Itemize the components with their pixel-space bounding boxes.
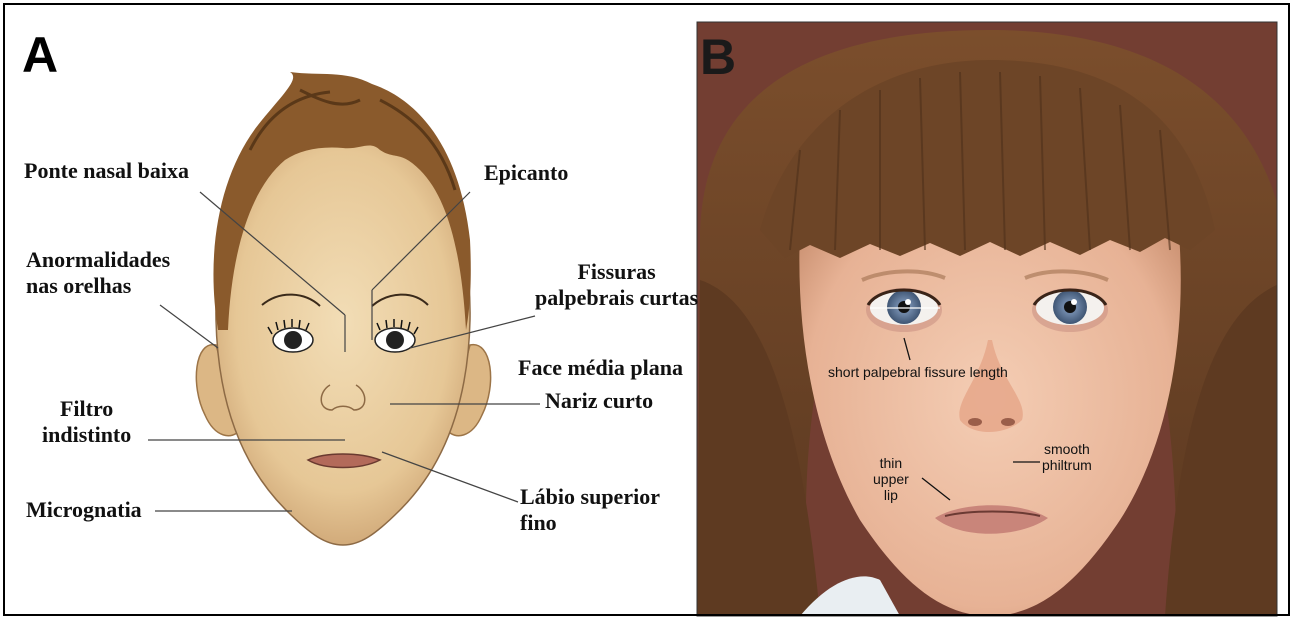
label-thin-upper-lip: thin upper lip (873, 455, 909, 503)
panel-b-letter: B (700, 32, 736, 82)
label-face-media: Face média plana (518, 355, 683, 381)
label-filtro: Filtro indistinto (42, 396, 131, 448)
label-micrognatia: Micrognatia (26, 497, 142, 523)
label-labio: Lábio superior fino (520, 484, 660, 536)
label-ponte-nasal: Ponte nasal baixa (24, 158, 189, 184)
label-nariz: Nariz curto (545, 388, 653, 414)
label-short-palpebral: short palpebral fissure length (828, 364, 1008, 380)
label-anormalidades: Anormalidades nas orelhas (26, 247, 170, 299)
label-fissuras: Fissuras palpebrais curtas (535, 259, 698, 311)
panel-a-letter: A (22, 30, 58, 80)
label-smooth-philtrum: smooth philtrum (1042, 441, 1092, 473)
label-epicanto: Epicanto (484, 160, 568, 186)
